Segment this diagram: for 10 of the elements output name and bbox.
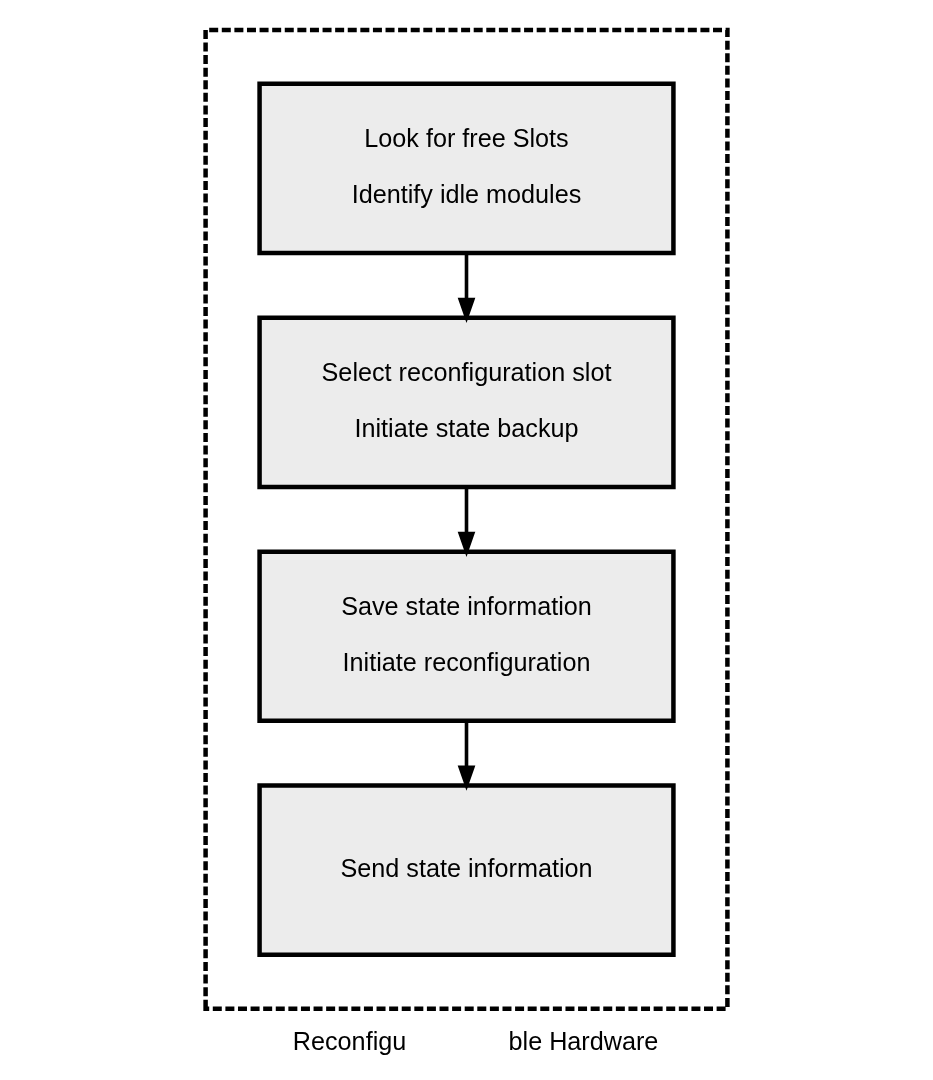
label: ble Hardware	[508, 1027, 659, 1056]
node-box: Look for free Slots Identify idle modules	[257, 81, 676, 256]
arrow	[457, 487, 476, 557]
node-box: Save state information Initiate reconfiguration	[257, 549, 676, 724]
cluster	[203, 27, 730, 1011]
arrow	[457, 253, 476, 323]
node-box: Select reconfiguration slot Initiate state backup	[257, 315, 676, 490]
arrow	[457, 721, 476, 791]
label: Reconfigu	[292, 1027, 407, 1056]
node-box: Send state information	[257, 783, 676, 957]
